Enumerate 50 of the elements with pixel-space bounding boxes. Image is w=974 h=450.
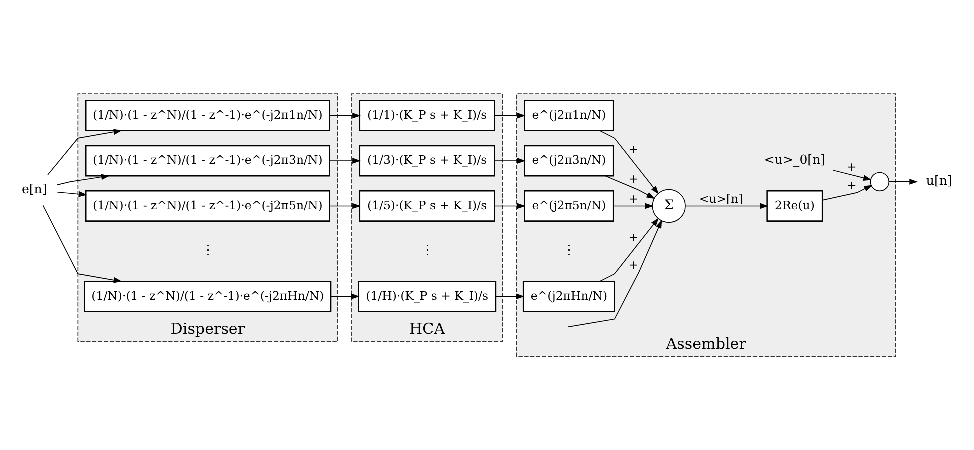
edge-label: + — [628, 171, 639, 186]
arrow — [330, 202, 361, 209]
edge-label: + — [628, 192, 639, 206]
arrow — [888, 178, 918, 184]
edge-label: + — [846, 178, 857, 192]
arrow — [832, 169, 872, 180]
arrow — [330, 112, 361, 118]
node-box: (1/1)·(K_P s + K_I)/s — [359, 100, 496, 132]
node-box: e^(j2π5n/N) — [524, 190, 614, 222]
arrow — [494, 202, 526, 209]
node-box: (1/N)·(1 - z^N)/(1 - z^-1)·e^(-j2πHn/N) — [84, 280, 332, 312]
edge-label: + — [846, 160, 857, 174]
node-box: (1/N)·(1 - z^N)/(1 - z^-1)·e^(-j2π5n/N) — [85, 190, 330, 222]
arrow — [48, 128, 122, 175]
arrow — [330, 158, 361, 164]
node-box: (1/N)·(1 - z^N)/(1 - z^-1)·e^(-j2π1n/N) — [85, 100, 330, 132]
node-box: (1/3)·(K_P s + K_I)/s — [359, 144, 496, 176]
label: ⋮ — [420, 243, 434, 258]
node-circle: Σ — [652, 188, 686, 223]
arrow — [494, 112, 526, 118]
node-box: (1/H)·(K_P s + K_I)/s — [358, 280, 497, 312]
arrow — [494, 158, 526, 164]
arrow — [600, 130, 659, 194]
arrow — [570, 218, 662, 327]
node-box: 2Re(u) — [766, 190, 824, 222]
node-box: e^(j2π3n/N) — [524, 144, 614, 176]
node-box: e^(j2π1n/N) — [524, 100, 614, 132]
node-box: (1/5)·(K_P s + K_I)/s — [359, 190, 496, 222]
arrow — [686, 202, 769, 209]
edge-label: + — [628, 230, 639, 244]
node-box: (1/N)·(1 - z^N)/(1 - z^-1)·e^(-j2π3n/N) — [85, 144, 330, 176]
arrow — [822, 184, 873, 200]
arrow — [605, 175, 656, 199]
edge-label: + — [628, 258, 639, 272]
arrow — [600, 218, 662, 282]
node-text: u[n] — [926, 172, 952, 188]
label: ⋮ — [201, 243, 214, 258]
arrow — [330, 293, 360, 300]
node-box: e^(j2πHn/N) — [522, 280, 616, 312]
arrow — [42, 204, 122, 283]
arrow — [613, 202, 654, 209]
edge-label: <u>[n] — [699, 192, 744, 206]
node-circle — [870, 172, 890, 192]
label: ⋮ — [562, 243, 576, 258]
node-text: <u>_0[n] — [764, 151, 826, 166]
arrow — [57, 190, 88, 197]
arrow — [57, 174, 110, 185]
node-text: e[n] — [22, 180, 48, 196]
edge-label: + — [628, 142, 639, 156]
arrow — [496, 293, 525, 300]
